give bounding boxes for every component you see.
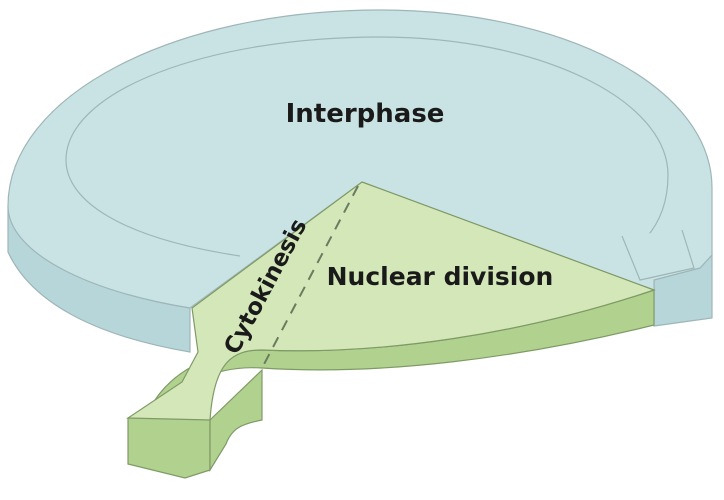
- mitotic-phase-wedge: [126, 181, 656, 479]
- interphase-inner-ring: [65, 36, 669, 257]
- mitosis-wedge-top: [126, 181, 656, 421]
- interphase-arrow-head: [621, 229, 695, 281]
- cytokinesis-divider-line: [261, 185, 359, 369]
- interphase-disc: [7, 9, 713, 353]
- interphase-label: Interphase: [286, 99, 445, 129]
- interphase-disc-top: [7, 9, 713, 309]
- mitosis-arrow-block-side: [209, 368, 263, 473]
- nuclear-division-label: Nuclear division: [327, 262, 554, 291]
- mitosis-arrow-block: [127, 411, 211, 479]
